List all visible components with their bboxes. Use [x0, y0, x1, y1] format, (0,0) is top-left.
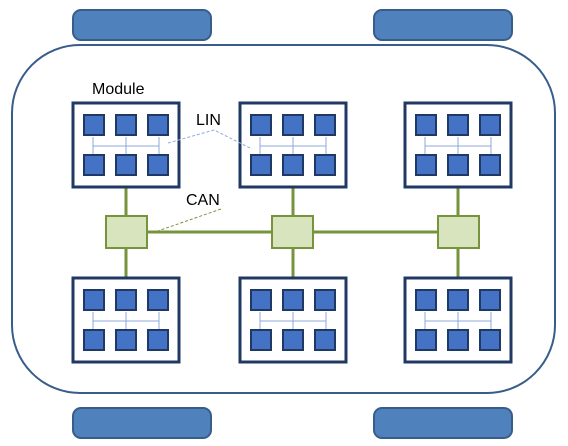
ecu-node	[83, 154, 105, 176]
module	[71, 101, 181, 189]
wheels	[72, 9, 513, 439]
wheel-front-left	[72, 9, 212, 41]
ecu-node	[83, 114, 105, 136]
ecu-node	[479, 329, 501, 351]
ecu-node	[147, 329, 169, 351]
ecu-group	[415, 289, 501, 351]
ecu-group	[83, 114, 169, 176]
ecu-node	[115, 289, 137, 311]
ecu-node	[447, 289, 469, 311]
wheel-rear-right	[373, 407, 513, 439]
lin-bus	[92, 312, 160, 329]
ecu-node	[115, 329, 137, 351]
ecu-node	[282, 289, 304, 311]
ecu-node	[115, 114, 137, 136]
ecu-node	[447, 329, 469, 351]
can-node	[271, 215, 314, 249]
wheel-rear-left	[72, 407, 212, 439]
ecu-node	[250, 289, 272, 311]
wheel-front-right	[373, 9, 513, 41]
lin-bus	[424, 137, 492, 154]
ecu-node	[415, 329, 437, 351]
ecu-node	[250, 114, 272, 136]
can-node	[105, 215, 148, 249]
ecu-node	[314, 114, 336, 136]
ecu-node	[447, 154, 469, 176]
ecu-node	[447, 114, 469, 136]
ecu-node	[415, 114, 437, 136]
lin-bus	[424, 312, 492, 329]
ecu-node	[83, 329, 105, 351]
module	[403, 101, 513, 189]
ecu-node	[147, 154, 169, 176]
ecu-node	[147, 289, 169, 311]
module-label: Module	[92, 81, 145, 98]
module	[403, 276, 513, 364]
lin-pointer	[167, 129, 253, 150]
ecu-node	[479, 289, 501, 311]
ecu-node	[250, 154, 272, 176]
ecu-node	[83, 289, 105, 311]
ecu-node	[314, 289, 336, 311]
lin-label: LIN	[196, 112, 221, 129]
ecu-node	[250, 329, 272, 351]
ecu-node	[282, 154, 304, 176]
modules	[71, 101, 513, 364]
lin-bus	[259, 137, 327, 154]
ecu-group	[415, 114, 501, 176]
ecu-group	[83, 289, 169, 351]
ecu-group	[250, 114, 336, 176]
ecu-group	[250, 289, 336, 351]
module	[238, 276, 348, 364]
ecu-node	[479, 154, 501, 176]
ecu-node	[147, 114, 169, 136]
ecu-node	[479, 114, 501, 136]
can-nodes	[105, 215, 480, 249]
module	[71, 276, 181, 364]
label-pointers	[151, 129, 253, 234]
ecu-node	[282, 114, 304, 136]
ecu-node	[314, 154, 336, 176]
can-pointer	[151, 208, 222, 234]
lin-bus	[259, 312, 327, 329]
module	[238, 101, 348, 189]
lin-bus	[92, 137, 160, 154]
ecu-node	[115, 154, 137, 176]
ecu-node	[282, 329, 304, 351]
ecu-node	[415, 154, 437, 176]
can-node	[437, 215, 480, 249]
ecu-node	[314, 329, 336, 351]
ecu-node	[415, 289, 437, 311]
can-label: CAN	[186, 192, 220, 209]
